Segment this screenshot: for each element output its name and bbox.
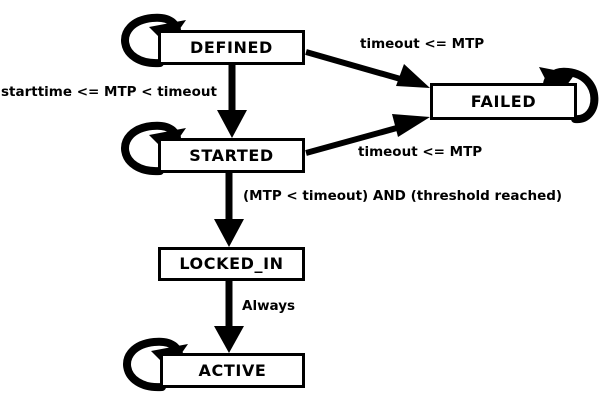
edge-label-started-timeout: timeout <= MTP	[358, 144, 483, 160]
state-node-active[interactable]: ACTIVE	[160, 353, 305, 388]
state-node-locked-in-label: LOCKED_IN	[179, 254, 284, 273]
state-node-defined-label: DEFINED	[190, 37, 273, 57]
state-node-failed[interactable]: FAILED	[430, 83, 577, 120]
state-node-started-label: STARTED	[189, 145, 274, 165]
edge-started-to-locked-in	[214, 172, 244, 247]
edge-label-always: Always	[242, 298, 296, 314]
edge-label-threshold-condition: (MTP < timeout) AND (threshold reached)	[243, 188, 563, 204]
edge-label-starttime-condition: starttime <= MTP < timeout	[1, 84, 217, 100]
edge-label-defined-timeout: timeout <= MTP	[360, 36, 485, 52]
edge-defined-to-failed	[305, 49, 430, 88]
state-node-locked-in[interactable]: LOCKED_IN	[158, 247, 305, 281]
state-node-active-label: ACTIVE	[198, 360, 267, 380]
state-node-started[interactable]: STARTED	[158, 138, 305, 173]
edge-started-to-failed	[305, 114, 430, 156]
edge-locked-in-to-active	[214, 281, 244, 353]
state-node-failed-label: FAILED	[470, 91, 537, 111]
state-node-defined[interactable]: DEFINED	[158, 30, 305, 65]
edge-defined-to-started	[217, 64, 247, 138]
